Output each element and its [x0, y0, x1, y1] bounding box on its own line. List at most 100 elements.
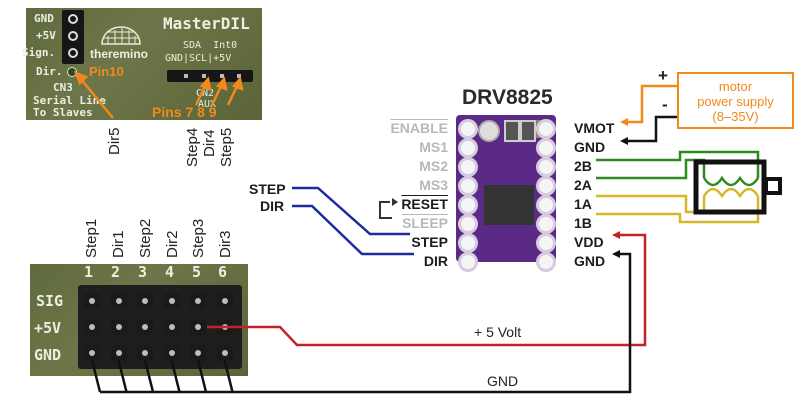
- driver-pin-label-gnd: GND: [574, 253, 606, 269]
- cn2-aux-header: [167, 70, 253, 82]
- motor-shaft: [764, 177, 782, 195]
- plus5-volt-label: + 5 Volt: [474, 324, 522, 340]
- driver-pin-hole: [458, 233, 478, 253]
- dir4-label: Dir4: [201, 129, 218, 157]
- header-pin: [190, 345, 206, 361]
- stepper-motor: [693, 159, 767, 215]
- resistor: [504, 120, 520, 142]
- driver-pin-hole: [536, 119, 556, 139]
- pins-789-label: Pins 7 8 9: [152, 104, 217, 120]
- col-label-step2: Step2: [137, 218, 154, 258]
- aux-bottom-label: GND|SCL|+5V: [165, 53, 232, 64]
- masterdil-title: MasterDIL: [163, 14, 250, 33]
- vmot-wire: [628, 84, 677, 124]
- header-pin: [163, 319, 180, 335]
- cn3-label-gnd: GND: [34, 12, 54, 25]
- pin10-label: Pin10: [89, 64, 124, 79]
- supply-minus-label: -: [662, 95, 668, 114]
- driver-pin-label-vmot: VMOT: [574, 120, 615, 136]
- driver-pin-label-dir: DIR: [423, 253, 448, 269]
- cn3-label-dir: Dir.: [36, 65, 63, 78]
- driver-pin-hole: [458, 252, 478, 272]
- driver-pin-hole: [536, 233, 556, 253]
- reset-arrowhead: [392, 198, 398, 206]
- header-pin: [137, 293, 153, 309]
- col-label-step3: Step3: [190, 218, 207, 258]
- col-number-2: 2: [111, 263, 121, 281]
- header-pin: [216, 345, 233, 361]
- col-number-1: 1: [84, 263, 94, 281]
- supply-line-2: power supply: [697, 94, 774, 109]
- driver-pin-hole: [458, 138, 478, 158]
- driver-pin-hole: [536, 138, 556, 158]
- header-pin: [137, 345, 153, 361]
- cn3-pin-hole: [68, 14, 78, 24]
- gnd-arrowhead: [620, 137, 628, 145]
- driver-pin-label-2a: 2A: [574, 177, 592, 193]
- step-wire: [292, 186, 410, 236]
- cn2-pin: [184, 74, 188, 78]
- header-pin: [110, 319, 127, 335]
- wire-2b: [596, 150, 760, 178]
- cn2-pin: [220, 74, 224, 78]
- step4-label: Step4: [184, 127, 201, 167]
- supply-plus-label: +: [658, 66, 668, 85]
- row-label-gnd: GND: [34, 346, 62, 364]
- driver-pin-label-vdd: VDD: [574, 234, 604, 250]
- driver-pin-label-step: STEP: [411, 234, 448, 250]
- resistor: [520, 120, 536, 142]
- driver-pin-label-ms3: MS3: [419, 177, 448, 193]
- header-pin: [163, 345, 180, 361]
- aux-top-label: SDA Int0: [183, 40, 238, 51]
- wire-1a: [596, 194, 706, 214]
- supply-line-3: (8–35V): [712, 109, 759, 124]
- driver-pin-label-ms2: MS2: [419, 158, 448, 174]
- driver-pin-hole: [458, 176, 478, 196]
- driver-pin-hole: [458, 119, 478, 139]
- serial-line-label-2: To Slaves: [33, 106, 93, 119]
- cn3-pin-hole: [68, 48, 78, 58]
- wire-1b: [596, 196, 760, 224]
- header-pin: [110, 293, 127, 309]
- driver-pin-hole: [536, 176, 556, 196]
- driver-title: DRV8825: [462, 86, 553, 109]
- supply-line-1: motor: [718, 79, 753, 94]
- driver-pin-label-ms1: MS1: [419, 139, 448, 155]
- cn2-label: CN2: [196, 88, 215, 99]
- col-label-dir2: Dir2: [164, 230, 181, 258]
- coil-yellow: [702, 187, 760, 199]
- cn2-pin: [202, 74, 206, 78]
- driver-pin-hole: [536, 157, 556, 177]
- drv8825-chip: [484, 185, 534, 225]
- step5-label: Step5: [218, 127, 235, 167]
- row-label-sig: SIG: [36, 292, 64, 310]
- cn3-label-5v: +5V: [36, 29, 56, 42]
- driver-pin-label-1b: 1B: [574, 215, 592, 231]
- gnd-wire-label: GND: [487, 373, 519, 389]
- driver-pin-hole: [536, 214, 556, 234]
- plus5-wire: [207, 233, 647, 347]
- header-pin: [216, 319, 233, 335]
- driver-pin-label-gnd: GND: [574, 139, 606, 155]
- dir-pad: [67, 67, 77, 77]
- step-input-label: STEP: [249, 181, 286, 197]
- cn2-pin: [237, 74, 241, 78]
- driver-pin-hole: [458, 195, 478, 215]
- vdd-arrowhead: [612, 231, 620, 239]
- cn3-label: CN3: [53, 81, 73, 94]
- driver-pin-label-enable: ENABLE: [390, 120, 448, 136]
- driver-pin-label-reset: RESET: [401, 196, 448, 212]
- header-pin: [84, 345, 100, 361]
- header-pin: [190, 319, 206, 335]
- theremino-brand: theremino: [90, 47, 149, 61]
- logic-gnd-arrowhead: [612, 250, 620, 258]
- dir-input-label: DIR: [260, 198, 285, 214]
- driver-pin-label-sleep: SLEEP: [402, 215, 448, 231]
- dir5-label: Dir5: [106, 127, 123, 155]
- header-pin: [84, 319, 100, 335]
- col-label-dir3: Dir3: [217, 230, 234, 258]
- driver-pin-label-1a: 1A: [574, 196, 592, 212]
- driver-pin-hole: [458, 214, 478, 234]
- cn3-label-sign: Sign.: [22, 46, 56, 59]
- col-number-4: 4: [165, 263, 175, 281]
